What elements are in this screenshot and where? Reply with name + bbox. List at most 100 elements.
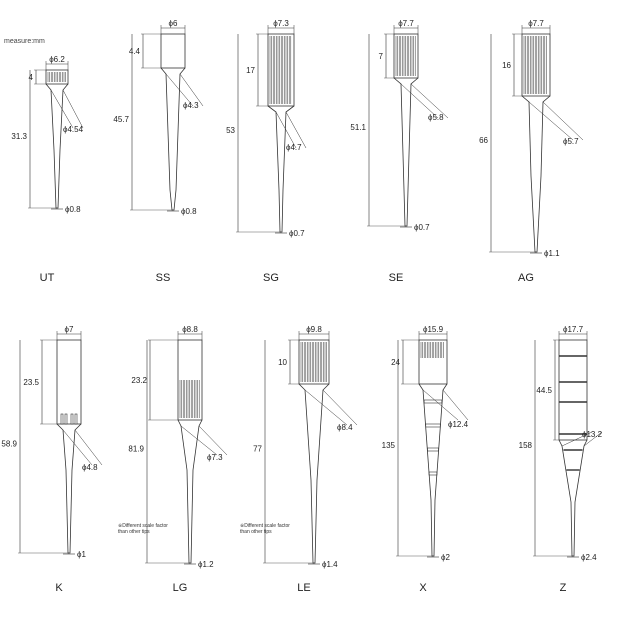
x-ring	[423, 399, 443, 404]
leader-line	[400, 83, 439, 119]
end-diameter-label: ϕ1.2	[198, 560, 214, 569]
tip-name-label: LG	[173, 582, 188, 594]
total-length-label: 135	[382, 441, 396, 450]
total-length-label: 81.9	[128, 445, 144, 454]
k-prong	[60, 413, 64, 425]
tip-name-label: SE	[389, 272, 404, 284]
tip-body	[558, 439, 588, 557]
tip-name-label: SS	[156, 272, 171, 284]
tip-name-label: AG	[518, 272, 534, 284]
collar-length-label: 24	[391, 358, 400, 367]
tip-collar	[418, 339, 448, 385]
mid-diameter-label: ϕ5.7	[563, 137, 579, 146]
total-length-label: 58.9	[1, 440, 17, 449]
leader-line	[50, 89, 74, 129]
leader-line	[198, 425, 228, 456]
collar-length-label: 7	[379, 52, 384, 61]
total-length-label: 77	[253, 445, 262, 454]
tip-ag: ϕ7.7 16 66 ϕ5.7 ϕ1.1AG	[479, 19, 584, 284]
measure-label: measure:mm	[4, 38, 45, 45]
total-length-label: 53	[226, 126, 235, 135]
collar-length-label: 10	[278, 358, 287, 367]
total-length-label: 66	[479, 136, 488, 145]
tip-name-label: SG	[263, 272, 279, 284]
x-ring	[425, 423, 441, 428]
mid-diameter-label: ϕ4.3	[183, 101, 199, 110]
top-diameter-label: ϕ6.2	[49, 55, 65, 64]
leader-line	[561, 431, 593, 447]
scale-note: ※Different scale factor	[118, 523, 168, 529]
total-length-label: 158	[519, 441, 533, 450]
leader-line	[304, 389, 348, 426]
tip-collar	[177, 339, 203, 421]
top-diameter-label: ϕ7.7	[398, 19, 414, 28]
tip-name-label: Z	[560, 582, 567, 594]
top-diameter-label: ϕ7	[65, 325, 74, 334]
k-prong	[74, 413, 78, 425]
collar-length-label: 16	[502, 61, 511, 70]
tip-name-label: X	[419, 582, 427, 594]
end-diameter-label: ϕ1	[77, 550, 86, 559]
mid-diameter-label: ϕ4.7	[286, 143, 302, 152]
mid-diameter-label: ϕ12.4	[448, 420, 469, 429]
tip-name-label: LE	[297, 582, 310, 594]
top-diameter-label: ϕ8.8	[182, 325, 198, 334]
tip-name-label: K	[55, 582, 63, 594]
mid-diameter-label: ϕ4.54	[63, 125, 84, 134]
leader-line	[583, 431, 603, 447]
top-diameter-label: ϕ6	[169, 19, 178, 28]
tip-body	[298, 383, 330, 564]
collar-length-label: 17	[246, 66, 255, 75]
leader-line	[528, 101, 574, 141]
collar-length-label: 23.2	[131, 376, 147, 385]
k-prong	[64, 413, 68, 425]
tip-sg: ϕ7.3 17 53 ϕ4.7 ϕ0.7SG	[226, 19, 307, 284]
top-diameter-label: ϕ7.3	[273, 19, 289, 28]
tip-collar	[56, 339, 82, 425]
tip-body	[521, 95, 551, 253]
top-diameter-label: ϕ7.7	[528, 19, 544, 28]
tip-body	[393, 77, 419, 227]
mid-diameter-label: ϕ8.4	[337, 423, 353, 432]
tip-collar	[160, 33, 186, 69]
tip-collar	[558, 339, 588, 441]
x-ring	[427, 447, 439, 452]
total-length-label: 45.7	[113, 115, 129, 124]
leader-line	[165, 73, 194, 107]
tip-k: ϕ7 23.5 58.9 ϕ4.8 ϕ1K	[1, 325, 103, 594]
end-diameter-label: ϕ1.1	[544, 249, 560, 258]
collar-length-label: 4.4	[129, 47, 141, 56]
leader-line	[322, 389, 358, 426]
leader-line	[285, 111, 307, 149]
scale-note: than other tips	[118, 529, 150, 535]
collar-length-label: 44.5	[536, 386, 552, 395]
total-length-label: 51.1	[350, 123, 366, 132]
leader-line	[62, 429, 93, 466]
leader-line	[180, 425, 218, 456]
end-diameter-label: ϕ0.8	[181, 207, 197, 216]
top-diameter-label: ϕ17.7	[563, 325, 584, 334]
end-diameter-label: ϕ1.4	[322, 560, 338, 569]
leader-line	[179, 73, 204, 107]
tip-name-label: UT	[40, 272, 55, 284]
k-prong	[70, 413, 74, 425]
scale-note: ※Different scale factor	[240, 523, 290, 529]
total-length-label: 31.3	[11, 132, 27, 141]
end-diameter-label: ϕ0.7	[414, 223, 430, 232]
end-diameter-label: ϕ2	[441, 553, 450, 562]
end-diameter-label: ϕ0.7	[289, 229, 305, 238]
leader-line	[74, 429, 103, 466]
tip-collar	[393, 33, 419, 79]
tip-body	[418, 383, 448, 557]
end-diameter-label: ϕ0.8	[65, 205, 81, 214]
collar-length-label: 23.5	[23, 378, 39, 387]
tip-ss: ϕ6 4.4 45.7 ϕ4.3 ϕ0.8SS	[113, 19, 204, 284]
tip-body	[267, 105, 295, 233]
mid-diameter-label: ϕ4.8	[82, 463, 98, 472]
mid-diameter-label: ϕ7.3	[207, 453, 223, 462]
